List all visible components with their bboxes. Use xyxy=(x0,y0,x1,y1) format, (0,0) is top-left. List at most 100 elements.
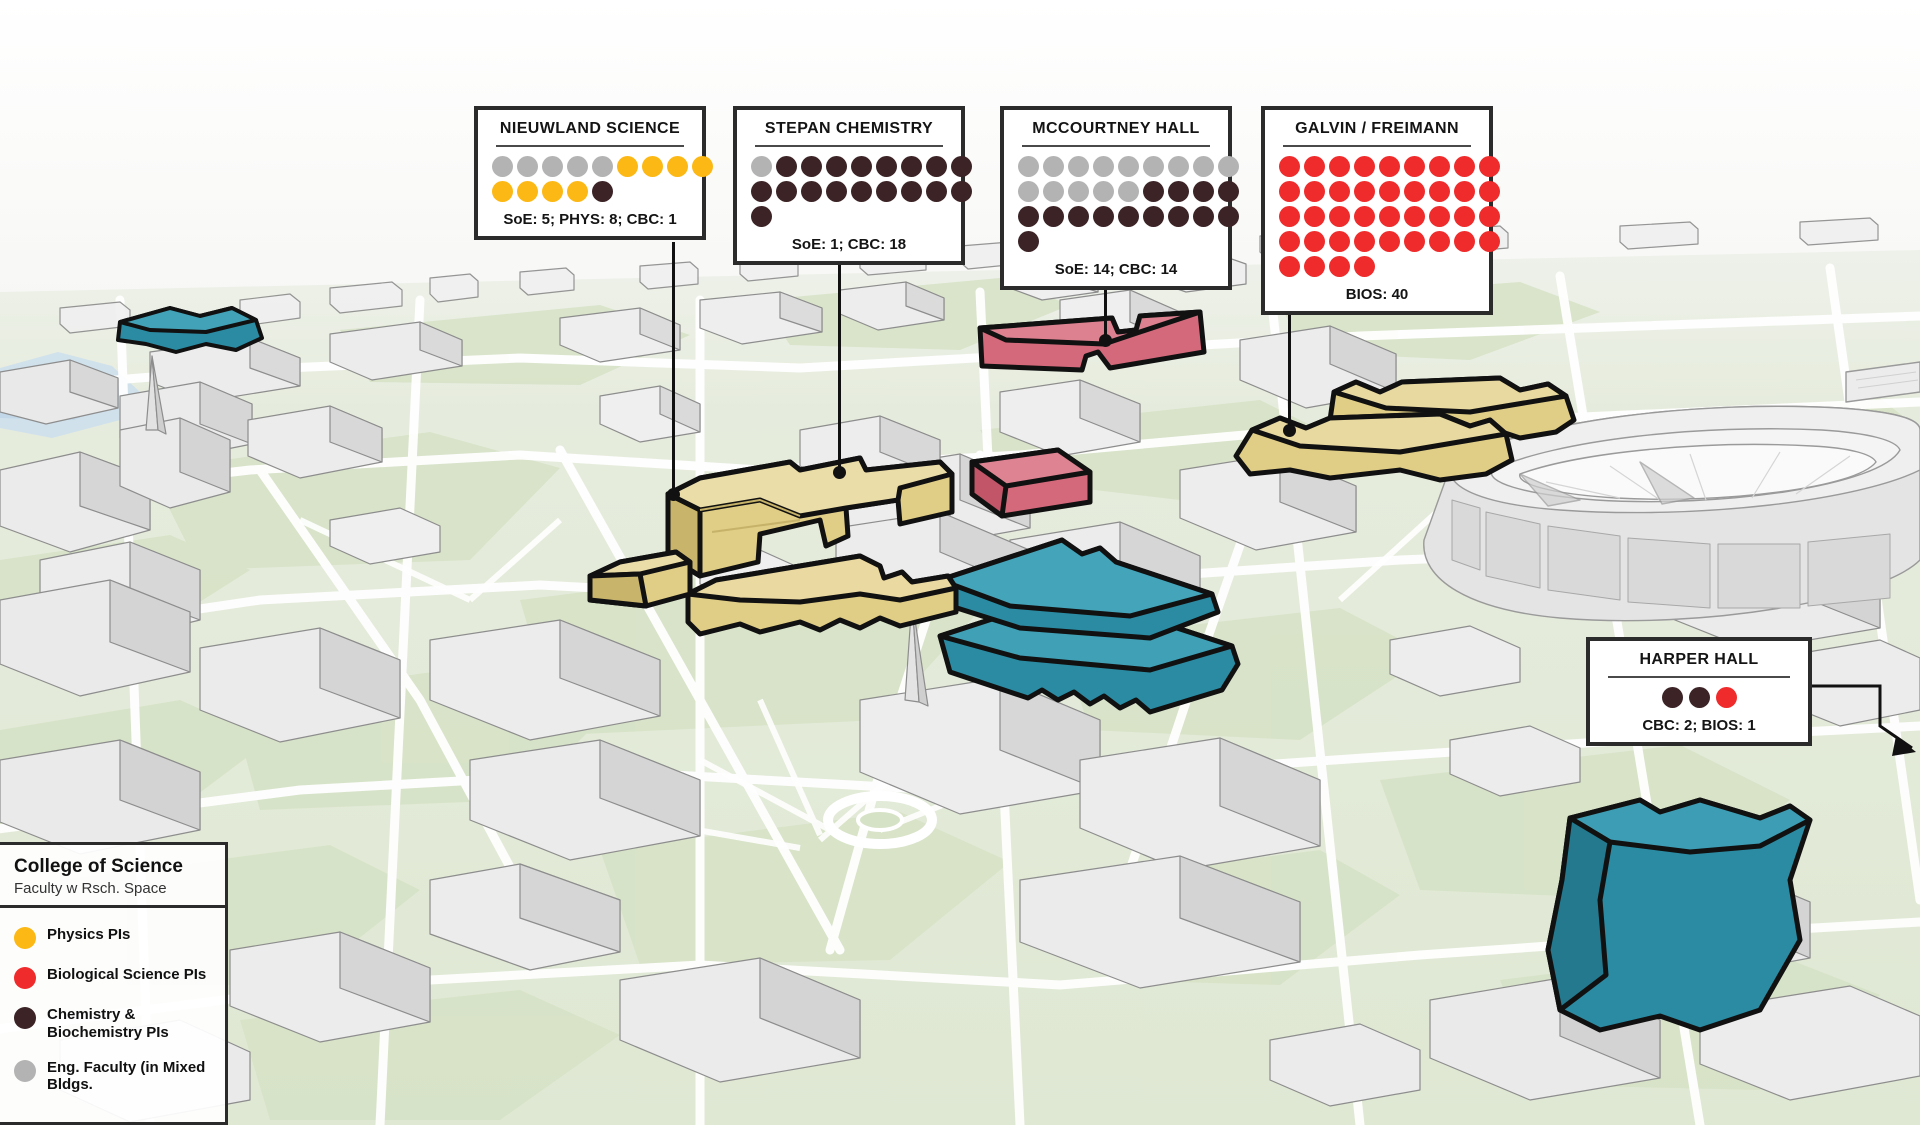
biology-dot xyxy=(1279,156,1300,177)
engineering-dot xyxy=(1143,156,1164,177)
callout-mccourtney-hall[interactable]: MCCOURTNEY HALL SoE: 14; CBC: 14 xyxy=(1000,106,1239,290)
biology-dot xyxy=(1454,156,1475,177)
engineering-dot xyxy=(492,156,513,177)
legend-panel: College of Science Faculty w Rsch. Space… xyxy=(0,842,228,1125)
chemistry-dot xyxy=(1193,206,1214,227)
physics-dot xyxy=(642,156,663,177)
chemistry-dot xyxy=(1218,206,1239,227)
physics-dot xyxy=(542,181,563,202)
chemistry-dot xyxy=(1093,206,1114,227)
leader-anchor-galvin xyxy=(1283,424,1296,437)
legend-item-physics: Physics PIs xyxy=(14,926,211,950)
biology-dot xyxy=(1329,156,1350,177)
legend-items: Physics PIs Biological Science PIs Chemi… xyxy=(0,908,225,1122)
chemistry-dot xyxy=(876,156,897,177)
callout-title: MCCOURTNEY HALL xyxy=(1032,120,1200,137)
chemistry-dot xyxy=(876,181,897,202)
biology-dot xyxy=(1379,231,1400,252)
chemistry-swatch-icon xyxy=(14,1007,36,1030)
chemistry-dot xyxy=(1193,181,1214,202)
engineering-dot xyxy=(1068,156,1089,177)
biology-dot xyxy=(1354,206,1375,227)
dot-grid xyxy=(492,156,713,202)
biology-dot xyxy=(1479,181,1500,202)
biology-dot xyxy=(1354,231,1375,252)
engineering-dot xyxy=(1043,181,1064,202)
legend-header: College of Science Faculty w Rsch. Space xyxy=(0,845,225,909)
engineering-dot xyxy=(1193,156,1214,177)
chemistry-dot xyxy=(1143,181,1164,202)
engineering-dot xyxy=(751,156,772,177)
engineering-dot xyxy=(1093,181,1114,202)
dot-grid xyxy=(751,156,972,227)
callout-harper-hall[interactable]: HARPER HALL CBC: 2; BIOS: 1 xyxy=(1586,637,1812,746)
engineering-swatch-icon xyxy=(14,1059,36,1082)
biology-dot xyxy=(1279,206,1300,227)
biology-dot xyxy=(1429,231,1450,252)
physics-dot xyxy=(692,156,713,177)
biology-dot xyxy=(1454,231,1475,252)
chemistry-dot xyxy=(951,156,972,177)
biology-dot xyxy=(1379,206,1400,227)
biology-dot xyxy=(1279,181,1300,202)
biology-dot xyxy=(1479,206,1500,227)
biology-dot xyxy=(1429,156,1450,177)
legend-item-engineering: Eng. Faculty (in Mixed Bldgs. xyxy=(14,1059,211,1094)
physics-dot xyxy=(617,156,638,177)
biology-dot xyxy=(1354,256,1375,277)
biology-dot xyxy=(1329,206,1350,227)
chemistry-dot xyxy=(1143,206,1164,227)
callout-title: STEPAN CHEMISTRY xyxy=(764,120,934,137)
legend-subtitle: Faculty w Rsch. Space xyxy=(14,880,167,897)
chemistry-dot xyxy=(776,156,797,177)
chemistry-dot xyxy=(592,181,613,202)
engineering-dot xyxy=(592,156,613,177)
legend-title: College of Science xyxy=(14,856,183,878)
physics-swatch-icon xyxy=(14,927,36,950)
biology-dot xyxy=(1454,181,1475,202)
callout-divider xyxy=(1283,145,1471,147)
engineering-dot xyxy=(567,156,588,177)
building-galvin-freimann xyxy=(1233,375,1577,483)
callout-title: GALVIN / FREIMANN xyxy=(1295,120,1459,137)
callout-title: HARPER HALL xyxy=(1639,651,1759,668)
engineering-dot xyxy=(1118,156,1139,177)
engineering-dot xyxy=(1118,181,1139,202)
engineering-dot xyxy=(1043,156,1064,177)
engineering-dot xyxy=(1018,181,1039,202)
callout-caption: SoE: 1; CBC: 18 xyxy=(791,236,907,253)
callout-galvin-freimann[interactable]: GALVIN / FREIMANN BIOS: 40 xyxy=(1261,106,1500,315)
chemistry-dot xyxy=(926,181,947,202)
callout-stepan-chemistry[interactable]: STEPAN CHEMISTRY SoE: 1; CBC: 18 xyxy=(733,106,972,265)
chemistry-dot xyxy=(751,206,772,227)
biology-dot xyxy=(1329,231,1350,252)
chemistry-dot xyxy=(1018,206,1039,227)
chemistry-dot xyxy=(776,181,797,202)
biology-dot xyxy=(1715,687,1737,708)
leader-line-mccourtney xyxy=(1104,270,1107,340)
callout-title: NIEUWLAND SCIENCE xyxy=(499,120,681,137)
callout-caption: SoE: 5; PHYS: 8; CBC: 1 xyxy=(503,211,677,228)
biology-swatch-icon xyxy=(14,967,36,990)
biology-dot xyxy=(1479,156,1500,177)
leader-anchor-nieuwland xyxy=(667,488,680,501)
chemistry-dot xyxy=(751,181,772,202)
leader-anchor-stepan xyxy=(833,466,846,479)
callout-caption: CBC: 2; BIOS: 1 xyxy=(1642,717,1756,734)
chemistry-dot xyxy=(1168,181,1189,202)
biology-dot xyxy=(1354,181,1375,202)
legend-item-label: Physics PIs xyxy=(47,926,131,944)
chemistry-dot xyxy=(1688,687,1710,708)
legend-item-label: Chemistry & Biochemistry PIs xyxy=(47,1006,169,1041)
biology-dot xyxy=(1379,181,1400,202)
chemistry-dot xyxy=(826,181,847,202)
callout-nieuwland-science[interactable]: NIEUWLAND SCIENCE SoE: 5; PHYS: 8; CBC: … xyxy=(474,106,713,240)
chemistry-dot xyxy=(826,156,847,177)
dot-grid xyxy=(1018,156,1239,252)
biology-dot xyxy=(1304,256,1325,277)
chemistry-dot xyxy=(801,181,822,202)
legend-item-biology: Biological Science PIs xyxy=(14,966,211,990)
engineering-dot xyxy=(1068,181,1089,202)
